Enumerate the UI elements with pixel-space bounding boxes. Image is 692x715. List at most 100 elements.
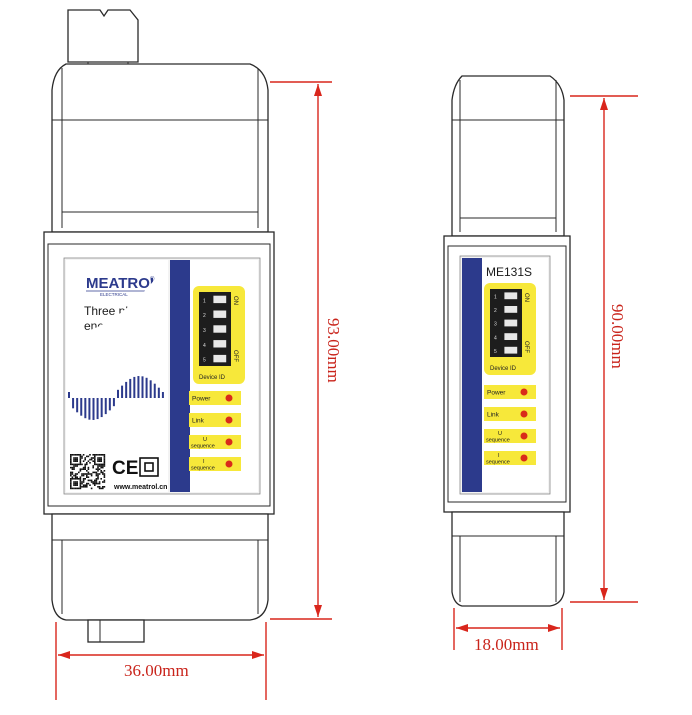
wave-bar (68, 392, 70, 398)
dip-number: 1 (203, 298, 206, 304)
wave-bar (84, 398, 87, 419)
led-icon (520, 410, 528, 418)
led-icon (225, 438, 233, 446)
wave-bar (141, 376, 144, 398)
qr-code (70, 454, 106, 490)
wave-bar (80, 398, 83, 416)
dip-number: 5 (494, 349, 497, 355)
wave-bar (117, 389, 119, 398)
dip-off-label: OFF (232, 350, 238, 362)
wave-bar (125, 381, 128, 398)
indicator-label (189, 391, 241, 405)
dimension-small-height: 90.00mm (570, 95, 638, 603)
dip-number: 2 (203, 313, 206, 319)
indicator-label (189, 413, 241, 427)
dim-large-height-text: 93.00mm (324, 318, 343, 383)
indicator-text-line2: sequence (486, 438, 510, 444)
indicator-label (189, 457, 241, 471)
dimension-large-width: 36.00mm (55, 622, 267, 700)
wave-bar (157, 387, 160, 398)
wave-bar (92, 398, 95, 420)
led-icon (225, 394, 233, 402)
dip-toggle[interactable] (504, 292, 518, 300)
large-bottom-clip (87, 619, 145, 643)
indicator-text: Link (487, 412, 500, 419)
dip-number: 3 (203, 328, 206, 334)
indicator-label (484, 407, 536, 421)
double-insulation-icon (139, 457, 159, 477)
indicator-label (484, 385, 536, 399)
dip-toggle[interactable] (213, 340, 227, 348)
website-url: www.meatrol.cn (113, 484, 167, 491)
dip-toggle[interactable] (504, 346, 518, 354)
large-upper-body (51, 63, 269, 233)
small-model-name: ME131S (486, 265, 532, 279)
wave-bar (96, 398, 99, 420)
wave-bar (76, 398, 79, 413)
waveform-graphic (68, 376, 164, 420)
dip-caption: Device ID (199, 375, 226, 381)
small-upper-body (451, 75, 565, 237)
dip-off-label: OFF (523, 341, 529, 353)
wave-bar (121, 385, 124, 398)
ce-mark: CE (112, 458, 138, 479)
indicator-text-line1: U (203, 437, 207, 443)
indicator-text-line1: I (203, 459, 205, 465)
dip-toggle[interactable] (504, 319, 518, 327)
indicator-label (189, 435, 241, 449)
wave-bar (88, 398, 91, 420)
small-meter: ME131S 1 2 3 4 5 ON OFF Device ID PowerLinkUseq… (443, 75, 571, 607)
small-lower-body (451, 511, 565, 607)
dip-toggle[interactable] (213, 354, 227, 363)
dip-toggle[interactable] (213, 310, 227, 318)
indicator-text-line1: U (498, 431, 502, 437)
indicator-text-line2: sequence (191, 444, 215, 450)
indicator-text: Link (192, 418, 205, 425)
dip-toggle[interactable] (213, 325, 227, 333)
dip-number: 4 (203, 343, 206, 349)
dip-number: 1 (494, 295, 497, 301)
indicator-label (484, 429, 536, 443)
dip-switch-small: 1 2 3 4 5 ON OFF Device ID (484, 283, 536, 375)
brand-logo: MEATROL (86, 275, 159, 292)
wave-bar (129, 378, 132, 398)
dim-large-width-text: 36.00mm (124, 661, 189, 680)
brand-logo-sub: ELECTRICAL (100, 292, 128, 297)
dip-toggle[interactable] (504, 333, 518, 340)
wave-bar (133, 376, 136, 398)
indicator-text: Power (192, 396, 211, 403)
wave-bar (104, 398, 107, 415)
indicator-text-line2: sequence (486, 460, 510, 466)
dim-small-width-text: 18.00mm (474, 635, 539, 654)
led-icon (520, 388, 528, 396)
indicator-text: Power (487, 390, 506, 397)
wave-bar (72, 398, 75, 409)
dimension-small-width: 18.00mm (453, 608, 563, 654)
indicator-text-line1: I (498, 453, 500, 459)
large-meter: MEATROL ® ELECTRICAL Three phase energy … (43, 9, 275, 643)
dip-on-label: ON (523, 293, 529, 302)
dip-number: 3 (494, 322, 497, 328)
large-lower-body (51, 513, 269, 621)
dip-caption: Device ID (490, 366, 517, 372)
led-icon (225, 460, 233, 468)
led-icon (225, 416, 233, 424)
dip-toggle[interactable] (504, 306, 518, 313)
wave-bar (145, 377, 148, 398)
led-icon (520, 454, 528, 462)
dim-small-height-text: 90.00mm (608, 304, 627, 369)
large-top-terminal (67, 9, 139, 63)
dip-toggle[interactable] (213, 295, 227, 304)
dimension-large-height: 93.00mm (270, 81, 343, 620)
dip-number: 2 (494, 308, 497, 314)
wave-bar (149, 380, 152, 398)
wave-bar (108, 398, 111, 411)
large-blue-stripe (170, 260, 190, 492)
indicator-label (484, 451, 536, 465)
dip-number: 5 (203, 358, 206, 364)
dip-number: 4 (494, 335, 497, 341)
wave-bar (153, 383, 156, 398)
